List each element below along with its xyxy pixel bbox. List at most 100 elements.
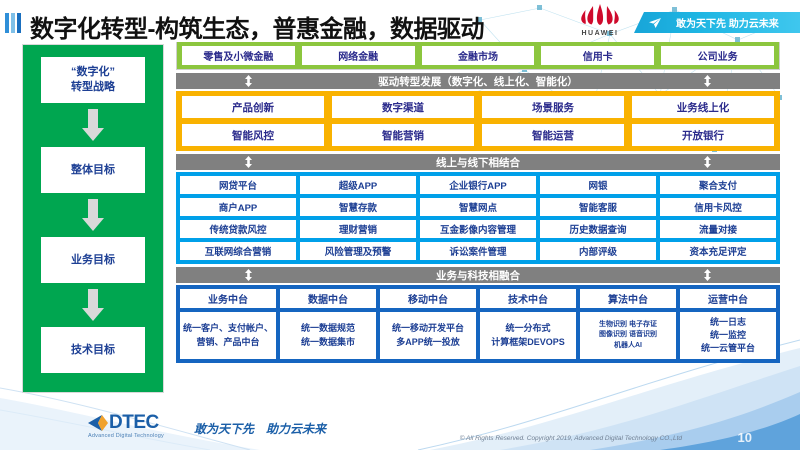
dtec-arrow-icon: [88, 414, 108, 431]
down-arrow-icon: [82, 289, 104, 321]
channel-cell[interactable]: 历史数据查询: [540, 220, 656, 238]
up-down-arrow-icon: [245, 75, 252, 87]
platform-band: 业务中台 统一客户、支付帐户、营销、产品中台 数据中台 统一数据规范统一数据集市…: [176, 285, 780, 363]
platform-header[interactable]: 数据中台: [280, 289, 376, 308]
transformation-row: 智能风控 智能营销 智能运营 开放银行: [182, 124, 774, 146]
channel-cell[interactable]: 理财营销: [300, 220, 416, 238]
transformation-cell[interactable]: 场景服务: [482, 96, 624, 118]
platform-header[interactable]: 算法中台: [580, 289, 676, 308]
platform-column: 运营中台 统一日志统一监控统一云管平台: [680, 289, 776, 359]
transformation-band: 产品创新 数字渠道 场景服务 业务线上化 智能风控 智能营销 智能运营 开放银行: [176, 91, 780, 151]
channel-cell[interactable]: 诉讼案件管理: [420, 242, 536, 260]
channel-cell[interactable]: 资本充足评定: [660, 242, 776, 260]
connector-bar-3: 业务与科技相融合: [176, 267, 780, 283]
business-cell[interactable]: 公司业务: [661, 46, 774, 65]
business-cell[interactable]: 网络金融: [301, 46, 415, 65]
channel-cell[interactable]: 智能客服: [540, 198, 656, 216]
channel-cell[interactable]: 风险管理及预警: [300, 242, 416, 260]
platform-column: 技术中台 统一分布式计算框架DEVOPS: [480, 289, 576, 359]
channel-row: 网贷平台 超级APP 企业银行APP 网银 聚合支付: [180, 176, 776, 194]
channel-cell[interactable]: 流量对接: [660, 220, 776, 238]
connector-bar-1: 驱动转型发展（数字化、线上化、智能化）: [176, 73, 780, 89]
channel-cell[interactable]: 企业银行APP: [420, 176, 536, 194]
up-down-arrow-icon: [704, 75, 711, 87]
connector-label: 线上与线下相结合: [436, 156, 520, 169]
up-down-arrow-icon: [704, 156, 711, 168]
transformation-cell[interactable]: 智能营销: [332, 124, 474, 146]
down-arrow-icon: [82, 199, 104, 231]
platform-column: 移动中台 统一移动开发平台多APP统一投放: [380, 289, 476, 359]
channel-cell[interactable]: 智慧存款: [300, 198, 416, 216]
platform-body[interactable]: 统一移动开发平台多APP统一投放: [380, 312, 476, 359]
dtec-wordmark: DTEC: [109, 412, 159, 433]
platform-column: 数据中台 统一数据规范统一数据集市: [280, 289, 376, 359]
channel-cell[interactable]: 网银: [540, 176, 656, 194]
platform-header[interactable]: 移动中台: [380, 289, 476, 308]
huawei-flower-icon: [581, 4, 619, 25]
channel-cell[interactable]: 传统贷款风控: [180, 220, 296, 238]
platform-header[interactable]: 技术中台: [480, 289, 576, 308]
transformation-row: 产品创新 数字渠道 场景服务 业务线上化: [182, 96, 774, 118]
page-footer: DTEC Advanced Digital Technology 敢为天下先 助…: [0, 400, 800, 450]
dtec-tagline: Advanced Digital Technology: [88, 433, 164, 439]
channel-cell[interactable]: 聚合支付: [660, 176, 776, 194]
platform-body[interactable]: 统一数据规范统一数据集市: [280, 312, 376, 359]
connector-label: 驱动转型发展（数字化、线上化、智能化）: [378, 75, 578, 88]
channel-cell[interactable]: 超级APP: [300, 176, 416, 194]
up-down-arrow-icon: [245, 156, 252, 168]
page-title: 数字化转型-构筑生态，普惠金融，数据驱动: [30, 16, 485, 43]
strategy-item-3[interactable]: 技术目标: [41, 327, 145, 373]
strategy-item-1[interactable]: 整体目标: [41, 147, 145, 193]
connector-bar-2: 线上与线下相结合: [176, 154, 780, 170]
platform-header[interactable]: 运营中台: [680, 289, 776, 308]
dtec-logo: DTEC Advanced Digital Technology 敢为天下先 助…: [88, 413, 326, 439]
diagram-content: “数字化”转型战略 整体目标 业务目标 技术目标 零售及小微金融 网络金融 金融…: [0, 42, 800, 400]
connector-label: 业务与科技相融合: [436, 269, 520, 282]
channel-cell[interactable]: 互金影像内容管理: [420, 220, 536, 238]
platform-body[interactable]: 统一客户、支付帐户、营销、产品中台: [180, 312, 276, 359]
title-accent-bars: [5, 13, 27, 33]
transformation-cell[interactable]: 智能风控: [182, 124, 324, 146]
channel-cell[interactable]: 网贷平台: [180, 176, 296, 194]
channel-cell[interactable]: 信用卡风控: [660, 198, 776, 216]
huawei-logo: HUAWEI: [570, 2, 630, 42]
platform-body[interactable]: 统一分布式计算框架DEVOPS: [480, 312, 576, 359]
wave-decoration-left: [0, 380, 260, 450]
business-cell[interactable]: 零售及小微金融: [182, 46, 295, 65]
channel-cell[interactable]: 智慧网点: [420, 198, 536, 216]
business-line-band: 零售及小微金融 网络金融 金融市场 信用卡 公司业务: [176, 42, 780, 70]
channel-row: 互联网综合营销 风险管理及预警 诉讼案件管理 内部评级 资本充足评定: [180, 242, 776, 260]
up-down-arrow-icon: [245, 269, 252, 281]
platform-body[interactable]: 生物识别 电子存证图像识别 语音识别机器人AI: [580, 312, 676, 359]
transformation-cell[interactable]: 产品创新: [182, 96, 324, 118]
paper-plane-icon: [649, 17, 661, 28]
tagline-ribbon: 敢为天下先 助力云未来: [634, 12, 800, 33]
platform-column: 业务中台 统一客户、支付帐户、营销、产品中台: [180, 289, 276, 359]
up-down-arrow-icon: [704, 269, 711, 281]
page-number: 10: [737, 430, 752, 445]
platform-grid: 业务中台 统一客户、支付帐户、营销、产品中台 数据中台 统一数据规范统一数据集市…: [180, 289, 776, 359]
strategy-item-0[interactable]: “数字化”转型战略: [41, 57, 145, 103]
transformation-cell[interactable]: 业务线上化: [632, 96, 774, 118]
strategy-item-2[interactable]: 业务目标: [41, 237, 145, 283]
channel-row: 传统贷款风控 理财营销 互金影像内容管理 历史数据查询 流量对接: [180, 220, 776, 238]
transformation-cell[interactable]: 开放银行: [632, 124, 774, 146]
page-header: 数字化转型-构筑生态，普惠金融，数据驱动 HUAWEI 敢为天下先 助力云未来: [0, 0, 800, 43]
business-cell[interactable]: 金融市场: [421, 46, 535, 65]
channel-row: 商户APP 智慧存款 智慧网点 智能客服 信用卡风控: [180, 198, 776, 216]
transformation-cell[interactable]: 数字渠道: [332, 96, 474, 118]
channel-cell[interactable]: 互联网综合营销: [180, 242, 296, 260]
platform-body[interactable]: 统一日志统一监控统一云管平台: [680, 312, 776, 359]
dtec-logo-block: DTEC Advanced Digital Technology: [88, 413, 184, 439]
platform-header[interactable]: 业务中台: [180, 289, 276, 308]
channel-band: 网贷平台 超级APP 企业银行APP 网银 聚合支付 商户APP 智慧存款 智慧…: [176, 172, 780, 264]
channel-cell[interactable]: 内部评级: [540, 242, 656, 260]
transformation-cell[interactable]: 智能运营: [482, 124, 624, 146]
business-cell[interactable]: 信用卡: [541, 46, 655, 65]
strategy-item-label: 业务目标: [71, 253, 115, 266]
strategy-item-label: 技术目标: [71, 343, 115, 356]
band-stack: 零售及小微金融 网络金融 金融市场 信用卡 公司业务 驱动转型发展（数字化、线上…: [176, 42, 780, 363]
copyright-text: © All Rights Reserved. Copyright 2019, A…: [459, 435, 682, 442]
strategy-item-label: 整体目标: [71, 163, 115, 176]
channel-cell[interactable]: 商户APP: [180, 198, 296, 216]
